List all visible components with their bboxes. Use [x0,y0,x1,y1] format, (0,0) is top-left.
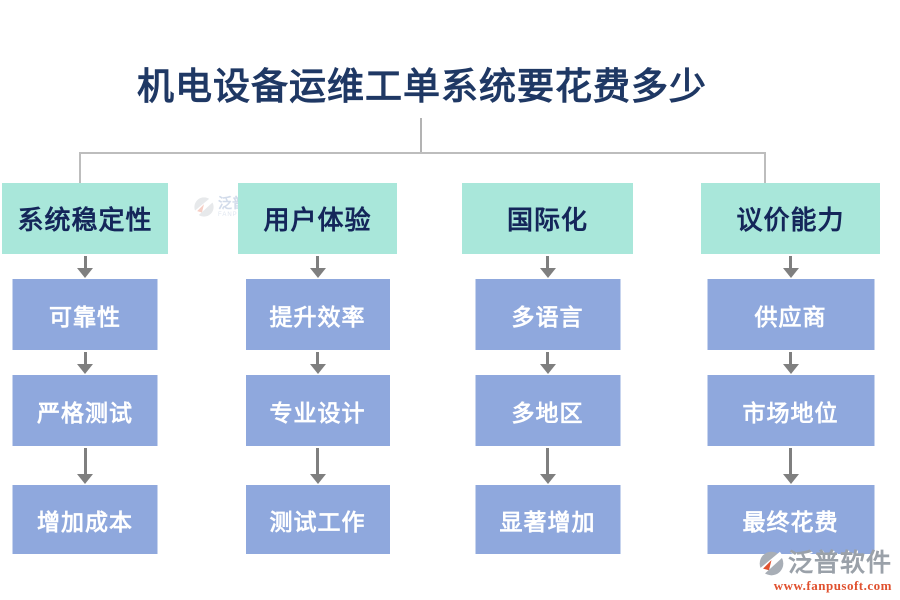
connector-right-drop [764,152,766,184]
down-arrow-icon [309,448,326,484]
category-box: 系统稳定性 [2,183,168,254]
category-label: 议价能力 [736,205,845,235]
item-box: 测试工作 [245,485,390,554]
category-box: 国际化 [462,183,633,254]
fanpu-logo-icon [194,197,214,217]
item-box: 专业设计 [245,375,390,446]
down-arrow-icon [309,256,326,278]
footer-brand-block: 泛普软件 www.fanpusoft.com [758,550,892,592]
item-label: 提升效率 [269,303,366,330]
down-arrow-icon [77,256,93,278]
item-label: 显著增加 [499,508,596,535]
item-box: 可靠性 [12,279,158,350]
item-label: 增加成本 [37,508,133,535]
category-box: 用户体验 [238,183,397,254]
item-box: 供应商 [707,279,874,350]
down-arrow-icon [309,352,326,374]
item-label: 最终花费 [742,508,839,535]
category-box: 议价能力 [701,183,880,254]
item-label: 多语言 [511,303,584,330]
item-box: 严格测试 [12,375,158,446]
footer-brand-name: 泛普软件 [787,549,892,577]
down-arrow-icon [782,256,799,278]
item-box: 多语言 [475,279,620,350]
item-box: 显著增加 [475,485,620,554]
down-arrow-icon [782,352,799,374]
footer-url: www.fanpusoft.com [773,578,892,593]
column-system-stability: 系统稳定性 可靠性 严格测试 增加成本 [2,183,168,558]
column-user-experience: 用户体验 提升效率 专业设计 测试工作 [238,183,397,558]
column-bargaining-power: 议价能力 供应商 市场地位 最终花费 [701,183,880,558]
item-box: 增加成本 [12,485,158,554]
item-label: 多地区 [511,399,584,426]
connector-left-drop [79,152,81,184]
category-label: 国际化 [506,205,588,235]
item-box: 市场地位 [707,375,874,446]
fanpu-logo-icon [759,551,784,576]
down-arrow-icon [539,448,556,484]
down-arrow-icon [539,256,556,278]
category-label: 用户体验 [263,205,372,235]
down-arrow-icon [539,352,556,374]
item-label: 市场地位 [742,399,839,426]
item-label: 严格测试 [37,399,133,426]
connector-horizontal [79,152,766,154]
page-title: 机电设备运维工单系统要花费多少 [137,67,707,108]
item-box: 提升效率 [245,279,390,350]
column-internationalization: 国际化 多语言 多地区 显著增加 [462,183,633,558]
item-label: 专业设计 [269,399,366,426]
connector-title-drop [420,118,422,153]
item-box: 最终花费 [707,485,874,554]
down-arrow-icon [77,448,93,484]
down-arrow-icon [77,352,93,374]
item-box: 多地区 [475,375,620,446]
item-label: 供应商 [754,303,827,330]
down-arrow-icon [782,448,799,484]
item-label: 测试工作 [269,508,366,535]
item-label: 可靠性 [49,303,121,330]
category-label: 系统稳定性 [17,205,153,235]
